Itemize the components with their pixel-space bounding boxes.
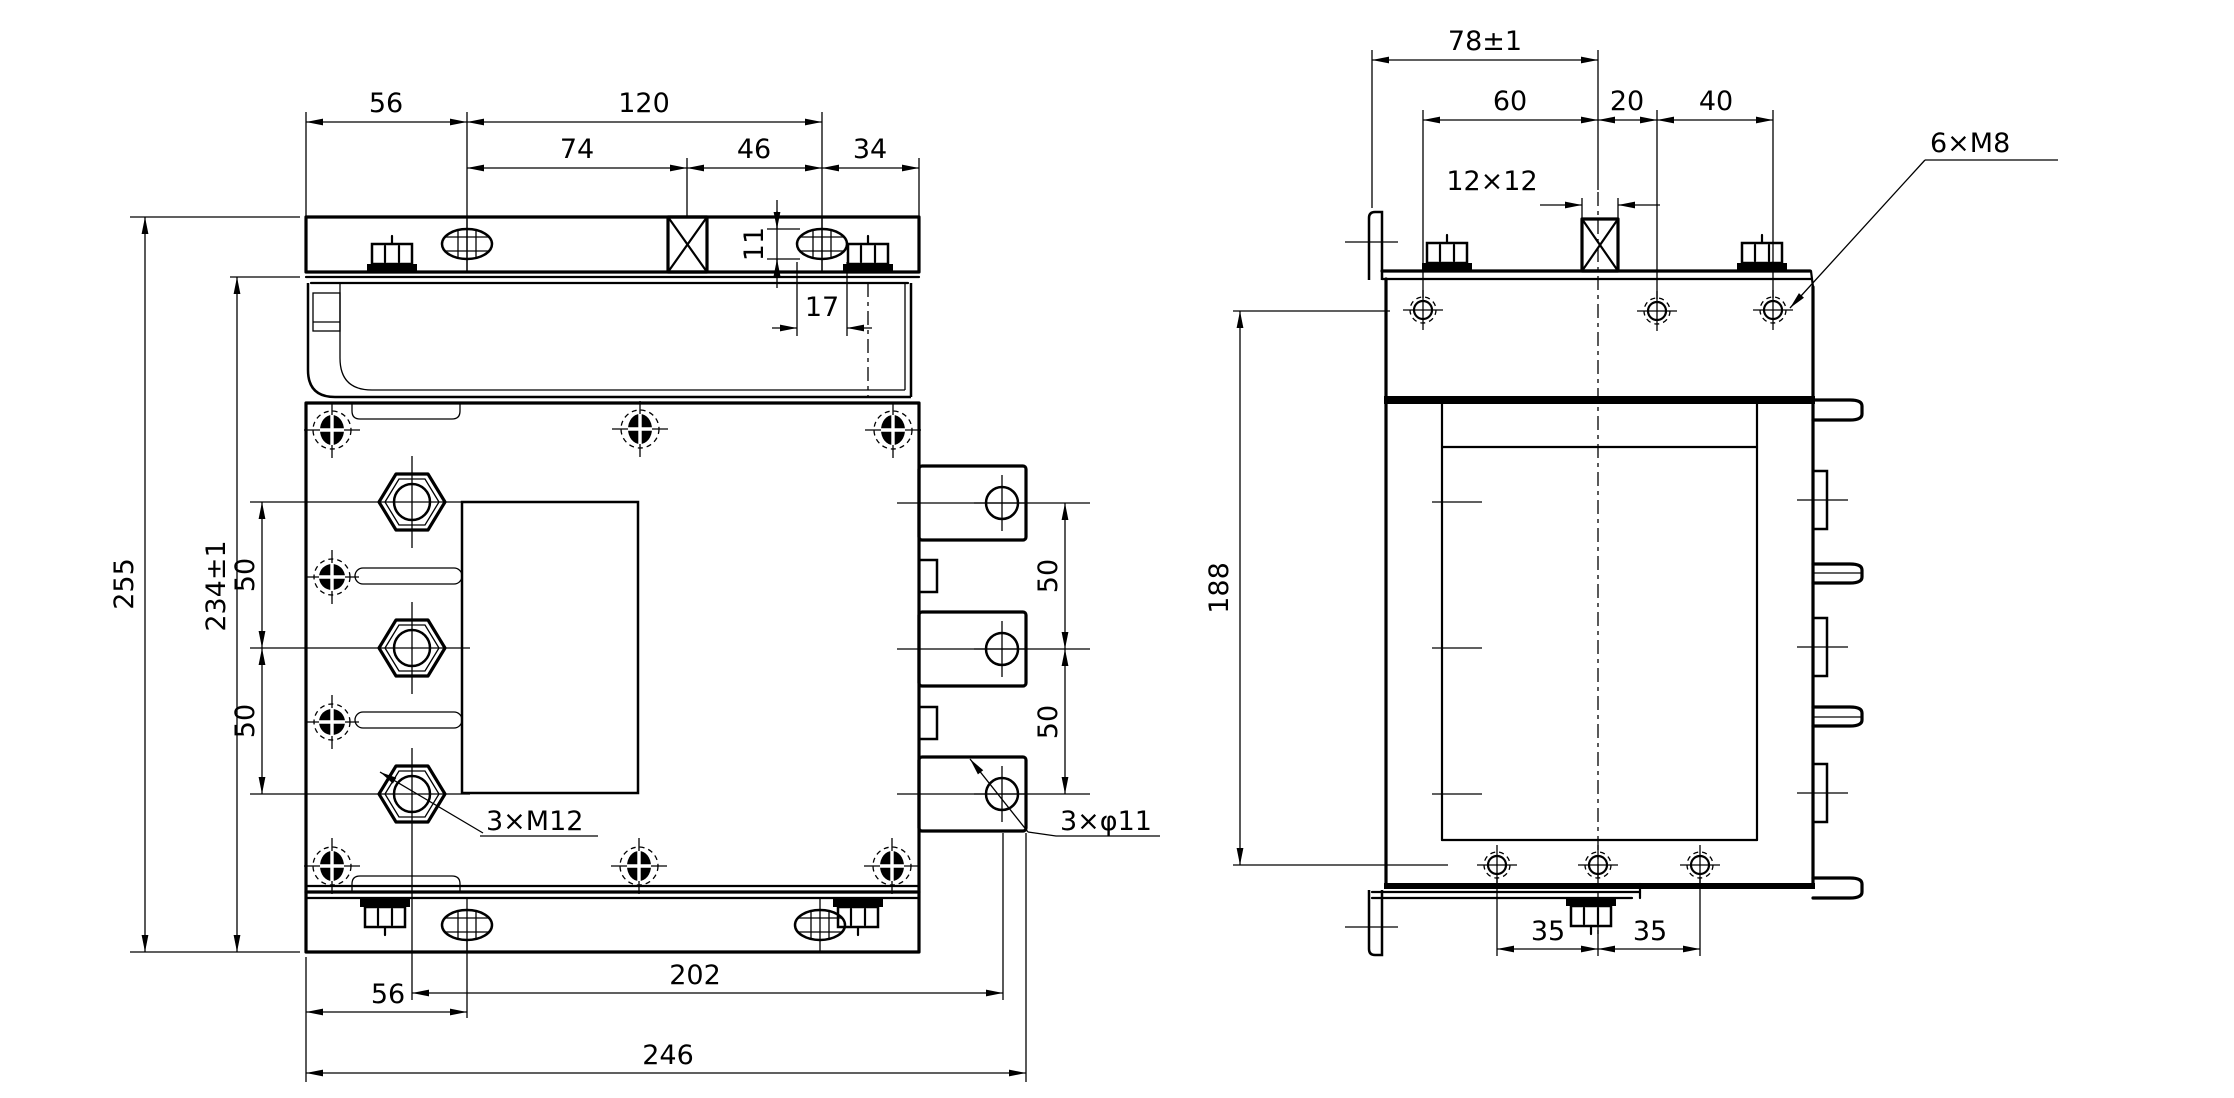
- side-view: 78±1 60 20 40 12×12 6×M8 188 35 35: [1204, 26, 2058, 957]
- side-upper-housing: [1384, 277, 1815, 404]
- label-3xphi11-leader: [969, 758, 1160, 837]
- front-main-body: [250, 399, 1090, 896]
- nameplate: [460, 500, 640, 795]
- dim-17: 17: [805, 292, 839, 323]
- front-top-bracket: [304, 214, 921, 279]
- dim-35-a: 35: [1531, 916, 1565, 947]
- side-clip: [312, 292, 341, 332]
- side-terminal-edges: [1797, 398, 1864, 900]
- top-latch: [351, 403, 461, 420]
- din-clip-section: [1580, 217, 1620, 273]
- dim-234: 234±1: [201, 540, 232, 631]
- label-6xM8: 6×M8: [1930, 128, 2010, 159]
- dim-12x12: 12×12: [1446, 166, 1537, 197]
- side-bolt-left: [1420, 233, 1474, 274]
- dim-78: 78±1: [1448, 26, 1522, 57]
- side-bolt-right: [1735, 233, 1789, 274]
- bottom-latch: [351, 875, 461, 892]
- base-hole-2: [1576, 843, 1620, 887]
- dim-top-34: 34: [853, 134, 887, 165]
- bracket-bolt-right: [841, 234, 895, 275]
- label-6xM8-leader: [1789, 159, 2058, 309]
- dim-202: 202: [669, 960, 721, 991]
- front-dimensions: 56 120 74 46 34 11 17 255 234±1 50 50 50…: [109, 88, 1160, 1082]
- dim-top-120: 120: [618, 88, 670, 119]
- dim-50-left-b: 50: [230, 704, 261, 738]
- front-view: 56 120 74 46 34 11 17 255 234±1 50 50 50…: [109, 88, 1160, 1082]
- label-3xphi11: 3×φ11: [1060, 806, 1152, 837]
- dim-255: 255: [109, 558, 140, 610]
- side-dimensions: 78±1 60 20 40 12×12 6×M8 188 35 35: [1204, 26, 2058, 956]
- dim-40: 40: [1699, 86, 1733, 117]
- side-main-body: [1384, 192, 1815, 938]
- label-3xM12: 3×M12: [486, 806, 583, 837]
- dim-top-46: 46: [737, 134, 771, 165]
- dim-35-b: 35: [1633, 916, 1667, 947]
- side-bottom-bracket: [1345, 882, 1642, 957]
- dim-60: 60: [1493, 86, 1527, 117]
- dim-bottom-56: 56: [371, 979, 405, 1010]
- side-top-plate: [1345, 210, 1815, 289]
- dim-20: 20: [1610, 86, 1644, 117]
- aux-slot-2: [354, 711, 463, 729]
- dim-50-left-a: 50: [230, 558, 261, 592]
- front-upper-housing: [306, 281, 913, 399]
- bracket-bolt-left: [365, 234, 419, 275]
- side-bottom-bolt: [1564, 895, 1618, 936]
- dim-188: 188: [1204, 562, 1235, 614]
- aux-slot-1: [354, 567, 463, 585]
- dim-11: 11: [739, 227, 770, 261]
- dim-top-74: 74: [560, 134, 594, 165]
- dim-50-right-b: 50: [1033, 705, 1064, 739]
- label-3xM12-leader: [379, 771, 598, 837]
- front-bottom-bracket: [304, 890, 921, 955]
- dim-top-56: 56: [369, 88, 403, 119]
- dim-246: 246: [642, 1040, 694, 1071]
- dim-50-right-a: 50: [1033, 559, 1064, 593]
